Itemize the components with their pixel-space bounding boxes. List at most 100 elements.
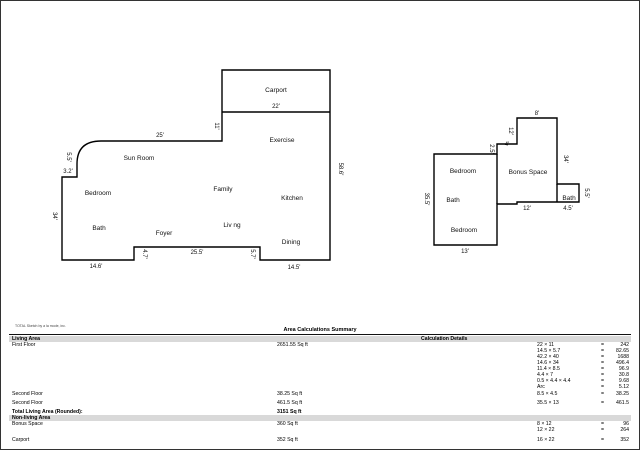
calc-eq: = bbox=[601, 427, 605, 433]
calc-eq: = bbox=[601, 354, 605, 360]
table-row: 12 × 22 = 264 bbox=[9, 427, 631, 433]
calc-eq: = bbox=[601, 378, 605, 384]
calc-result: 38.25 bbox=[616, 391, 629, 397]
dim-upper-jog1: 4' bbox=[505, 142, 509, 148]
room-label-living: Liv ng bbox=[223, 222, 241, 229]
calc-expr: Arc bbox=[537, 384, 545, 390]
table-row: 42.2 × 40 = 1688 bbox=[9, 354, 631, 360]
table-row: Second Floor 38.25 Sq ft 8.5 × 4.5 = 38.… bbox=[9, 391, 631, 397]
room-label-bath-small: Bath bbox=[562, 195, 576, 202]
calc-result: 1688 bbox=[617, 354, 629, 360]
dim-upper-jog2: 2.5' bbox=[488, 144, 494, 154]
dim-bottom-left: 14.6' bbox=[90, 264, 103, 270]
calc-details-heading: Calculation Details bbox=[421, 336, 468, 342]
calc-expr: 12 × 22 bbox=[537, 427, 555, 433]
table-row: 14.6 × 34 = 496.4 bbox=[9, 360, 631, 366]
total-living-value: 3151 Sq ft bbox=[277, 409, 302, 415]
calc-expr: 22 × 11 bbox=[537, 342, 555, 348]
room-label-exercise: Exercise bbox=[270, 137, 295, 144]
dim-upper-middle: 12' bbox=[523, 206, 531, 212]
calc-expr: 8 × 12 bbox=[537, 421, 552, 427]
calc-expr: 14.5 × 5.7 bbox=[537, 348, 561, 354]
calc-eq: = bbox=[601, 348, 605, 354]
calc-result: 96 bbox=[623, 421, 629, 427]
table-row: 0.5 × 4.4 × 4.4 = 9.68 bbox=[9, 378, 631, 384]
dim-left-jog: 5.5' bbox=[65, 152, 71, 162]
dim-upper-right-height: 34' bbox=[562, 155, 568, 163]
bonus-space-label: Bonus Space bbox=[12, 421, 43, 427]
calc-eq: = bbox=[601, 372, 605, 378]
room-label-bath-upper: Bath bbox=[446, 197, 460, 204]
total-living-label: Total Living Area (Rounded): bbox=[12, 409, 83, 415]
dim-left-height: 34' bbox=[51, 212, 57, 220]
room-label-bedroom-lower: Bedroom bbox=[451, 227, 477, 234]
second-floor-value: 461.5 Sq ft bbox=[277, 400, 303, 406]
calc-result: 264 bbox=[620, 427, 629, 433]
dim-upper-bath-height: 5.5' bbox=[583, 188, 589, 198]
calc-eq: = bbox=[601, 342, 605, 348]
non-living-heading: Non-living Area bbox=[12, 415, 51, 421]
calc-eq: = bbox=[601, 360, 605, 366]
carport-value: 352 Sq ft bbox=[277, 437, 298, 443]
first-floor-outline bbox=[61, 69, 331, 261]
dim-right-height: 58.6' bbox=[337, 163, 343, 176]
floor-plan: Carport Sun Room Exercise Bedroom Family… bbox=[51, 69, 589, 271]
dim-bottom-right: 14.5' bbox=[288, 265, 301, 271]
carport-label: Carport bbox=[12, 437, 30, 443]
calc-expr: 0.5 × 4.4 × 4.4 bbox=[537, 378, 571, 384]
dim-carport-height: 11' bbox=[213, 122, 219, 129]
second-floor-value: 38.25 Sq ft bbox=[277, 391, 303, 397]
room-label-bath: Bath bbox=[92, 225, 106, 232]
calc-expr: 14.6 × 34 bbox=[537, 360, 559, 366]
living-area-heading: Living Area bbox=[12, 336, 41, 342]
calc-eq: = bbox=[601, 384, 605, 390]
table-row: Carport 352 Sq ft 16 × 22 = 352 bbox=[9, 437, 631, 443]
table-row: 4.4 × 7 = 30.8 bbox=[9, 372, 631, 378]
calc-result: 82.65 bbox=[616, 348, 629, 354]
calc-result: 461.5 bbox=[616, 400, 629, 406]
area-summary-table: Living Area Calculation Details First Fl… bbox=[9, 334, 631, 447]
second-floor-outline bbox=[433, 117, 580, 246]
room-label-kitchen: Kitchen bbox=[281, 195, 303, 202]
dim-upper-top: 8' bbox=[535, 111, 539, 117]
second-floor-label: Second Floor bbox=[12, 391, 43, 397]
calc-eq: = bbox=[601, 391, 605, 397]
dim-foyer-jog: 4.7' bbox=[141, 249, 147, 259]
dim-carport-width: 22' bbox=[272, 104, 280, 110]
dim-upper-left-height: 35.5' bbox=[423, 193, 429, 206]
calc-result: 5.12 bbox=[618, 384, 629, 390]
dim-upper-h1: 12' bbox=[507, 127, 513, 135]
dim-bottom-middle: 25.5' bbox=[191, 250, 204, 256]
dim-upper-bath-width: 4.5' bbox=[563, 206, 573, 212]
total-row: Total Living Area (Rounded): 3151 Sq ft bbox=[9, 409, 631, 415]
calc-expr: 8.5 × 4.5 bbox=[537, 391, 558, 397]
room-label-bedroom-upper: Bedroom bbox=[450, 168, 476, 175]
room-label-sun-room: Sun Room bbox=[124, 155, 155, 162]
table-row: 11.4 × 8.5 = 96.9 bbox=[9, 366, 631, 372]
table-row: First Floor 2651.55 Sq ft 22 × 11 = 242 bbox=[9, 342, 631, 348]
table-row: Second Floor 461.5 Sq ft 35.5 × 13 = 461… bbox=[9, 400, 631, 406]
sketch-credit: TOTAL Sketch by a la mode, inc. bbox=[15, 324, 66, 328]
calc-expr: 35.5 × 13 bbox=[537, 400, 559, 406]
room-label-bonus-space: Bonus Space bbox=[509, 169, 548, 176]
room-label-dining: Dining bbox=[282, 239, 301, 246]
calc-expr: 16 × 22 bbox=[537, 437, 555, 443]
calc-expr: 42.2 × 40 bbox=[537, 354, 559, 360]
calc-eq: = bbox=[601, 421, 605, 427]
dim-sunroom-width: 25' bbox=[156, 133, 164, 139]
section-header-living: Living Area Calculation Details bbox=[9, 336, 631, 342]
second-floor-label: Second Floor bbox=[12, 400, 43, 406]
calc-eq: = bbox=[601, 437, 605, 443]
calc-eq: = bbox=[601, 400, 605, 406]
calc-expr: 11.4 × 8.5 bbox=[537, 366, 560, 372]
first-floor-value: 2651.55 Sq ft bbox=[277, 342, 308, 348]
calc-result: 352 bbox=[620, 437, 629, 443]
summary-title: Area Calculations Summary bbox=[283, 327, 357, 333]
calc-eq: = bbox=[601, 366, 605, 372]
table-row: 14.5 × 5.7 = 82.65 bbox=[9, 348, 631, 354]
table-row: Arc = 5.12 bbox=[9, 384, 631, 390]
bonus-space-value: 360 Sq ft bbox=[277, 421, 298, 427]
dim-dining-jog: 5.7' bbox=[249, 249, 255, 259]
room-label-carport: Carport bbox=[265, 87, 287, 94]
